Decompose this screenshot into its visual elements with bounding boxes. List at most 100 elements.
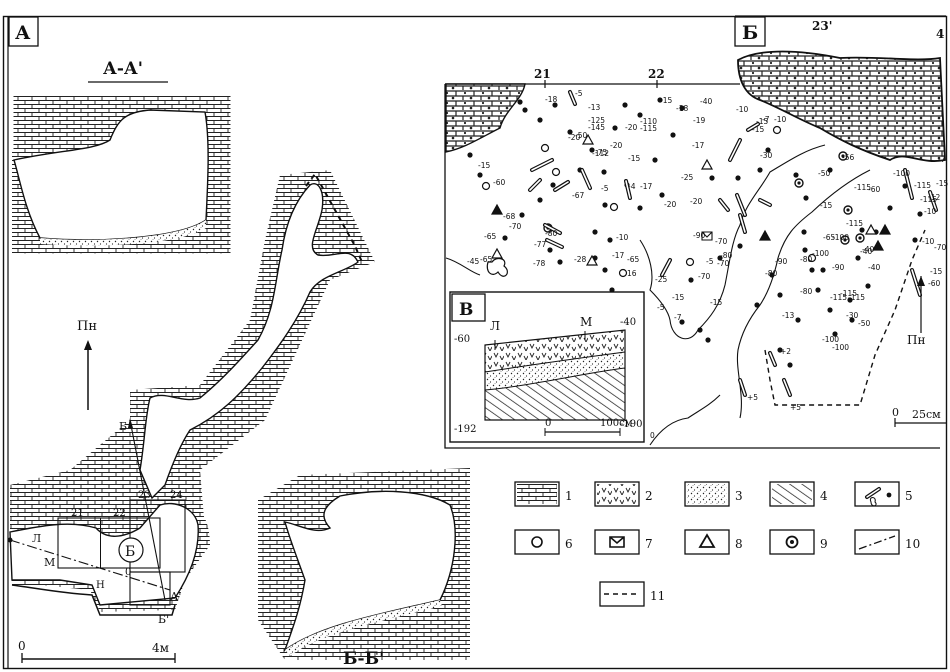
- scale-a-end: 4м: [152, 641, 169, 655]
- depth-label: +5: [790, 403, 801, 412]
- depth-label: -19: [693, 116, 705, 125]
- find-dot: [589, 147, 595, 153]
- find-dot: [652, 157, 658, 163]
- depth-label: -110: [640, 117, 657, 126]
- find-dot: [832, 331, 838, 337]
- legend-number: 11: [650, 589, 665, 603]
- depth-label: -60: [928, 279, 940, 288]
- find-dot: [769, 272, 775, 278]
- find-dot: [537, 117, 543, 123]
- depth-label: -20: [610, 141, 622, 150]
- find-dot: [659, 192, 665, 198]
- depth-label: -15: [820, 201, 832, 210]
- find-dot: [865, 283, 871, 289]
- find-dot: [757, 167, 763, 173]
- depth-label: -65: [480, 255, 492, 264]
- plan-h-label: Н: [96, 580, 105, 591]
- depth-label: -5: [601, 184, 609, 193]
- cave-plan: [7, 170, 375, 616]
- depth-label: -100: [832, 343, 849, 352]
- find-dot: [657, 97, 663, 103]
- find-dot: [859, 227, 865, 233]
- north-b-arrow-head: [917, 276, 925, 286]
- find-dot: [522, 107, 528, 113]
- find-dot: [679, 105, 685, 111]
- depth-label: -13: [782, 311, 794, 320]
- depth-label: -13: [588, 103, 600, 112]
- legend-number: 10: [905, 537, 920, 551]
- depth-label: -15: [752, 125, 764, 134]
- legend-swatch: [594, 529, 640, 555]
- north-label: Пн: [77, 319, 97, 334]
- find-dot: [502, 235, 508, 241]
- depth-label: +5: [747, 393, 758, 402]
- depth-label: -77: [534, 240, 546, 249]
- find-triangle: [700, 158, 714, 170]
- find-dot: [765, 147, 771, 153]
- plan-b-prime-label: Б': [158, 613, 169, 626]
- find-dot: [688, 277, 694, 283]
- inset-scale-start: 0: [545, 418, 551, 429]
- find-triangle: [758, 229, 772, 241]
- inset-layer-hatch: [485, 368, 625, 420]
- find-dot: [847, 297, 853, 303]
- find-dot: [550, 182, 556, 188]
- depth-label: -115: [848, 293, 865, 302]
- plan-sq-24: 24: [170, 490, 183, 501]
- inset-m: М: [580, 315, 592, 329]
- find-dot: [601, 169, 607, 175]
- find-ring: [609, 202, 619, 212]
- find-dot: [820, 267, 826, 273]
- find-triangle: [878, 223, 892, 235]
- depth-label: -115: [914, 181, 931, 190]
- legend-item-8: 8: [684, 529, 743, 555]
- legend-number: 8: [735, 537, 743, 551]
- cave-section-bb: [258, 468, 470, 660]
- depth-label: -25: [681, 173, 693, 182]
- depth-label: -10: [736, 105, 748, 114]
- grid-col-4: 4: [936, 27, 944, 41]
- legend-number: 4: [820, 489, 828, 503]
- inset-depth-190: -190: [620, 419, 642, 430]
- depth-label: -4: [628, 182, 636, 191]
- depth-label: -112: [592, 149, 609, 158]
- find-dot: [855, 255, 861, 261]
- find-dot: [802, 247, 808, 253]
- find-dot: [801, 229, 807, 235]
- depth-label: -50: [858, 319, 870, 328]
- find-ring: [807, 253, 817, 263]
- find-ring: [551, 167, 561, 177]
- find-triangle: [585, 254, 599, 266]
- legend-number: 1: [565, 489, 573, 503]
- legend-item-5: 5: [854, 481, 913, 507]
- depth-label: -10: [774, 115, 786, 124]
- depth-label: -20: [664, 200, 676, 209]
- find-dot: [637, 112, 643, 118]
- cave-section-aa: [10, 96, 234, 257]
- depth-label: -7: [674, 313, 682, 322]
- find-dot: [803, 195, 809, 201]
- find-dot: [467, 152, 473, 158]
- grid-col-23: 23': [812, 19, 832, 33]
- legend-number: 9: [820, 537, 828, 551]
- depth-label: -5: [706, 257, 714, 266]
- legend-swatch: [854, 481, 900, 507]
- cave-wall-outline-2: [736, 169, 871, 419]
- depth-label: -10: [924, 207, 936, 216]
- find-ring: [685, 257, 695, 267]
- finds-layer: [467, 90, 938, 397]
- depth-label: -10: [616, 233, 628, 242]
- plan-l-label: Л: [32, 532, 41, 545]
- find-dot: [602, 267, 608, 273]
- find-dot: [735, 175, 741, 181]
- find-dot: [827, 167, 833, 173]
- find-dot: [705, 337, 711, 343]
- find-dot: [793, 172, 799, 178]
- depth-label: -90: [775, 257, 787, 266]
- find-dot: [477, 172, 483, 178]
- find-dot: [849, 317, 855, 323]
- grid-col-21: 21: [534, 67, 551, 81]
- find-triangle: [581, 133, 595, 145]
- depth-label: -70: [509, 222, 521, 231]
- depth-label: -60: [868, 185, 880, 194]
